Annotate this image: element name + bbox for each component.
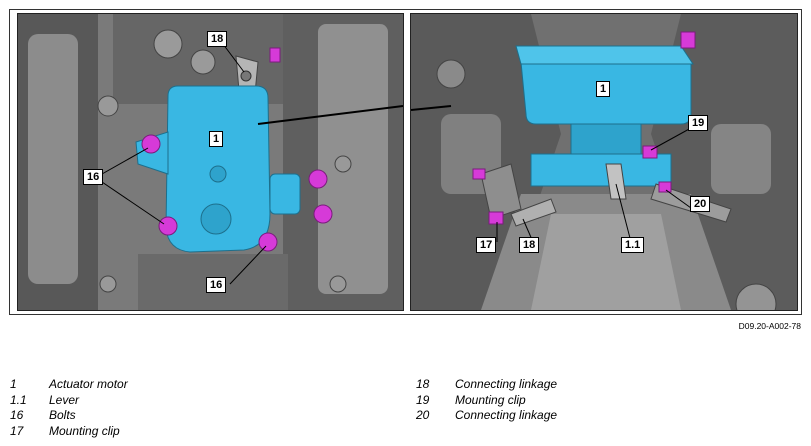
left-view-panel: 18 1 16 16 — [17, 13, 404, 311]
legend-description: Lever — [49, 392, 80, 407]
callout-label: 20 — [690, 196, 711, 212]
callout-label: 1 — [596, 81, 611, 97]
callout-label: 18 — [519, 237, 540, 253]
callout-label: 16 — [206, 277, 227, 293]
legend-description: Connecting linkage — [455, 408, 558, 423]
callout-label: 18 — [207, 31, 228, 47]
right-view-panel: 1 19 20 17 18 1.1 — [410, 13, 798, 311]
legend-description: Bolts — [49, 408, 76, 423]
legend-number: 17 — [10, 423, 24, 438]
legend-description: Mounting clip — [49, 423, 120, 438]
figure-id: D09.20-A002-78 — [738, 321, 801, 331]
left-view-illustration — [18, 14, 403, 310]
callout-label: 1 — [209, 131, 224, 147]
callout-label: 16 — [83, 169, 104, 185]
legend-description: Mounting clip — [455, 392, 526, 407]
legend-number: 1 — [10, 377, 17, 391]
legend-number: 19 — [416, 392, 430, 407]
legend-number: 18 — [416, 377, 430, 391]
legend-number: 1.1 — [10, 392, 27, 407]
right-view-illustration — [411, 14, 797, 310]
legend-description: Actuator motor — [49, 377, 128, 391]
figure-frame: 18 1 16 16 — [9, 9, 802, 315]
legend-description: Connecting linkage — [455, 377, 558, 391]
callout-label: 17 — [476, 237, 497, 253]
legend-number: 20 — [416, 408, 430, 423]
callout-label: 19 — [688, 115, 709, 131]
callout-label: 1.1 — [621, 237, 645, 253]
legend-number: 16 — [10, 408, 24, 423]
